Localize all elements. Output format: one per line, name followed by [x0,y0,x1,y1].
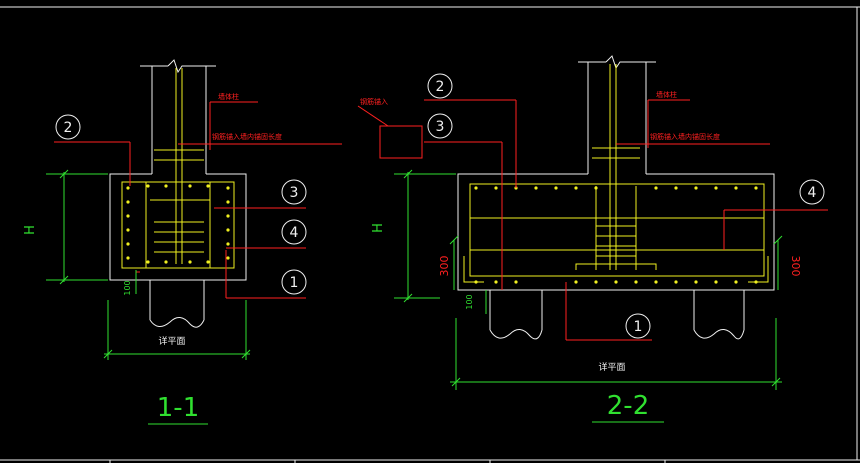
leader-notes-right: 钢筋锚入 墙体柱 钢筋锚入墙内锚固长度 [360,90,720,141]
callout-1-left-label: 1 [290,275,299,291]
rebar-right [463,64,769,283]
pile-right-b [693,290,745,340]
callout-3-left: 3 [281,179,307,205]
section-title-1-1: 1-1 [157,393,199,423]
callout-1-left: 1 [281,269,307,295]
dim-100-label-left: 100 [123,280,132,295]
callout-2-left: 2 [55,114,81,140]
callout-2-left-label: 2 [64,120,73,136]
note-wall-column-right: 墙体柱 [656,90,677,99]
callout-4-left-label: 4 [290,225,299,241]
rebar-left [121,68,235,269]
callout-3-right-label: 3 [436,119,445,135]
callout-2-right: 2 [427,73,453,99]
rebar-dots-right [474,186,758,284]
dim-h-label-right: H [371,223,386,233]
pile-right-a [489,290,543,340]
rebar-dots-left [126,184,230,264]
callout-4-left: 4 [281,219,307,245]
callout-1-right-label: 1 [634,319,643,335]
leaders-right [357,99,828,341]
callout-3-left-label: 3 [290,185,299,201]
callout-3-right: 3 [427,113,453,139]
dim-h-label-left: H [23,225,38,235]
pile-left [149,280,205,328]
note-rebar-anchor-left: 钢筋锚入墙内锚固长度 [212,132,282,141]
leader-notes-left: 墙体柱 钢筋锚入墙内锚固长度 [212,92,282,141]
section-2-2: 钢筋锚入 墙体柱 钢筋锚入墙内锚固长度 2 3 4 1 [357,55,828,423]
dimension-h-left [46,169,251,425]
dimension-h-right [394,169,783,423]
section-title-2-2: 2-2 [607,391,649,421]
note-pile-cap-anchor: 钢筋锚入 [360,97,388,106]
dim-300-label-right: 300 [789,256,802,277]
section-1-1: 墙体柱 钢筋锚入墙内锚固长度 2 3 4 1 [23,59,342,425]
callout-1-right: 1 [625,313,651,339]
callout-4-right: 4 [799,179,825,205]
note-wall-column-left: 墙体柱 [218,92,239,101]
column-outline-left [109,59,247,281]
leaders-left [54,101,342,299]
callout-2-right-label: 2 [436,79,445,95]
callout-4-right-label: 4 [808,185,817,201]
plan-note-left: 详平面 [158,335,185,347]
note-rebar-anchor-right: 钢筋锚入墙内锚固长度 [650,132,720,141]
dim-100-label-right: 100 [465,294,474,309]
dim-300-label-left: 300 [438,256,451,277]
viewport-frame [0,6,860,463]
plan-note-right: 详平面 [598,361,625,373]
